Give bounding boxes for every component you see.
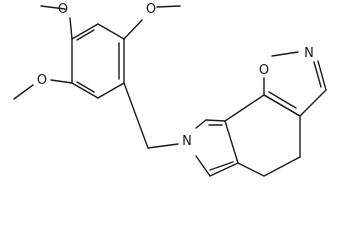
ring-bond bbox=[271, 51, 299, 57]
trimethoxyphenyl-ring bbox=[71, 23, 125, 99]
ring-double-bond bbox=[268, 91, 297, 109]
ring-bond bbox=[71, 82, 99, 99]
ring-double-bond bbox=[76, 81, 95, 93]
ring-double-bond bbox=[76, 29, 95, 41]
ring-bond bbox=[237, 162, 265, 177]
oxygen-label: O bbox=[259, 63, 269, 78]
ring-bond bbox=[195, 119, 207, 129]
methoxy-bond bbox=[13, 84, 34, 100]
oxygen-label: O bbox=[146, 2, 156, 17]
methoxy-bond bbox=[69, 17, 73, 40]
nitrogen-label: N bbox=[304, 46, 314, 61]
ring-bond bbox=[224, 120, 239, 164]
ring-double-bond bbox=[209, 161, 234, 171]
ring-bond bbox=[205, 119, 226, 122]
ring-bond bbox=[195, 155, 211, 177]
pyrrole-ring bbox=[195, 119, 239, 177]
ring-bond bbox=[317, 60, 327, 91]
ring-bond bbox=[71, 23, 99, 40]
methoxy-bond bbox=[156, 5, 181, 8]
structure-drawing: O O O N O N bbox=[13, 2, 327, 177]
ring-bond bbox=[263, 94, 301, 117]
methoxy-bond bbox=[40, 5, 66, 10]
ring-bond bbox=[299, 89, 327, 117]
ring-bond bbox=[209, 162, 239, 177]
ring-bond bbox=[97, 82, 125, 99]
ring-bond bbox=[97, 23, 125, 40]
methoxy-groups bbox=[13, 5, 181, 100]
ring-bond bbox=[224, 94, 265, 122]
methoxy-bond bbox=[50, 79, 73, 84]
oxygen-label: O bbox=[58, 2, 68, 17]
ring-bond bbox=[263, 156, 301, 177]
isoxazole-ring bbox=[263, 51, 327, 117]
ring-double-bond bbox=[313, 61, 322, 88]
atom-labels: O O O N O N bbox=[37, 2, 314, 149]
molecule-canvas: O O O N O N bbox=[13, 2, 327, 177]
benzyl-bond bbox=[147, 143, 179, 149]
oxygen-label: O bbox=[37, 73, 47, 88]
benzyl-bond bbox=[123, 82, 149, 149]
methoxy-bond bbox=[123, 19, 143, 40]
nitrogen-label: N bbox=[182, 134, 192, 149]
